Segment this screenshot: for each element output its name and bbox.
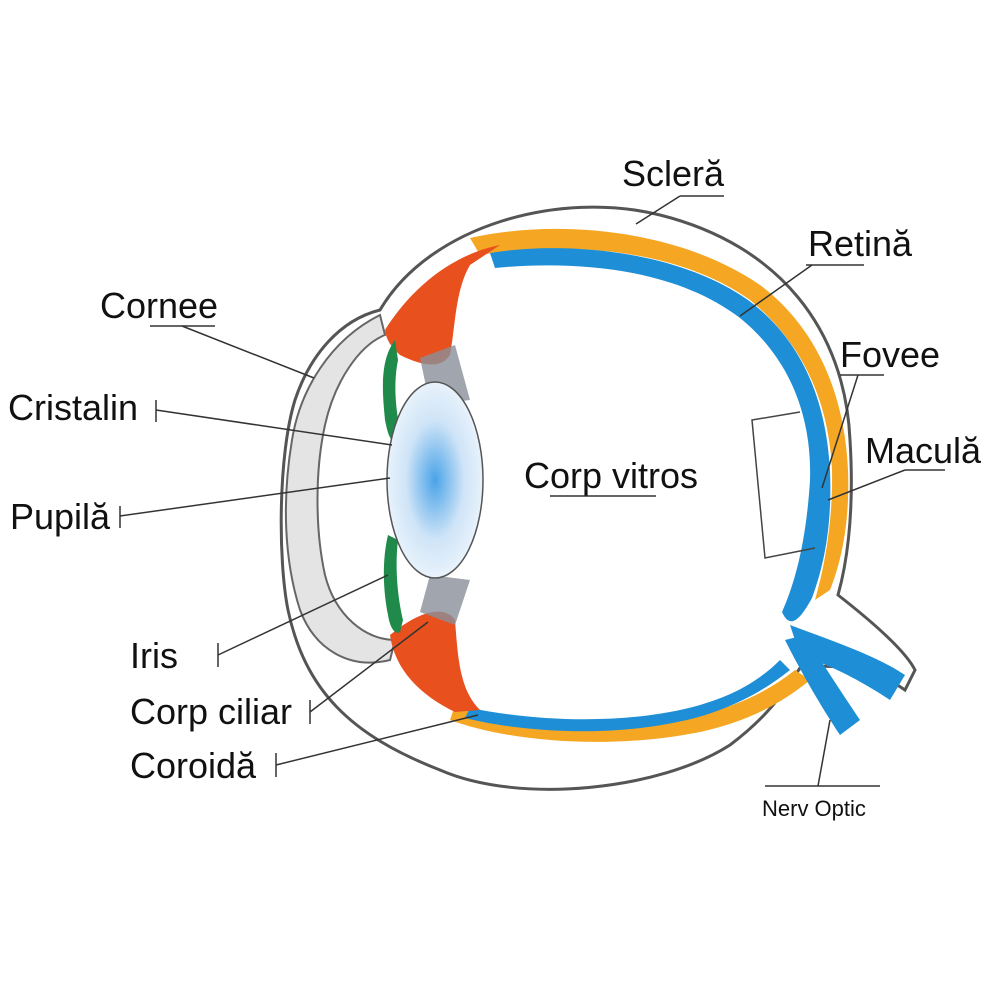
label-cornee: Cornee: [100, 285, 219, 326]
leader-iris: [217, 574, 389, 656]
label-pupila: Pupilă: [10, 496, 111, 537]
leader-macula: [827, 469, 906, 501]
leader-pupila: [119, 477, 391, 517]
iris-upper: [382, 340, 400, 442]
label-macula: Maculă: [865, 430, 982, 471]
iris-lower: [383, 535, 403, 633]
leader-coroida: [275, 714, 479, 766]
zonules-lower: [420, 575, 470, 625]
label-iris: Iris: [130, 635, 178, 676]
label-fovee: Fovee: [840, 334, 941, 375]
label-cristalin: Cristalin: [8, 387, 139, 428]
label-corp-ciliar: Corp ciliar: [130, 691, 293, 732]
leader-retina: [739, 264, 813, 317]
leader-cristalin: [155, 409, 393, 446]
lens-shape: [386, 381, 484, 579]
label-retina: Retină: [808, 223, 913, 264]
ciliary-body-upper: [385, 245, 500, 365]
label-nerv-optic: Nerv Optic: [762, 796, 866, 821]
retina-band-lower: [465, 660, 790, 732]
fovea-box: [751, 411, 816, 559]
leader-fovee: [821, 374, 859, 489]
leader-corp-ciliar: [309, 621, 429, 713]
leader-nerv-optic: [817, 719, 831, 787]
label-sclera: Scleră: [622, 153, 725, 194]
leader-sclera: [635, 195, 681, 225]
leader-lines: [119, 195, 945, 787]
optic-nerve: [790, 625, 905, 700]
label-corp-vitros: Corp vitros: [524, 455, 699, 496]
retina-band: [490, 248, 831, 622]
label-coroida: Coroidă: [130, 745, 257, 786]
cornea-shape: [284, 313, 397, 664]
ciliary-body-lower: [390, 611, 480, 712]
optic-nerve-lower: [785, 635, 860, 735]
leader-cornee: [181, 325, 315, 379]
